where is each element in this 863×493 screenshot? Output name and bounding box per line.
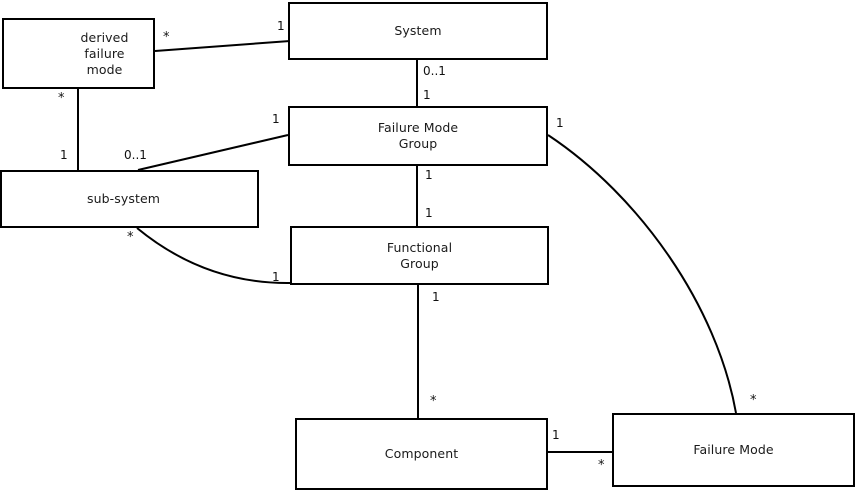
class-name-failure-mode: Failure Mode: [693, 442, 774, 457]
class-name-derived-failure-mode: derived failure mode: [80, 29, 129, 77]
association-edge: [137, 134, 289, 171]
class-box-failure-mode-group[interactable]: Failure Mode Group: [288, 106, 548, 166]
multiplicity-label-m-system-fmg-zero-one: 0..1: [423, 64, 446, 78]
multiplicity-label-m-fg-sub-one: 1: [272, 270, 280, 284]
association-edge: [547, 134, 737, 414]
class-box-component[interactable]: Component: [295, 418, 548, 490]
multiplicity-label-m-fmg-fg-one: 1: [425, 168, 433, 182]
class-name-component: Component: [384, 446, 459, 461]
class-box-functional-group[interactable]: Functional Group: [290, 226, 549, 285]
class-box-system[interactable]: System: [288, 2, 548, 60]
multiplicity-label-m-sub-fmg-zero-one: 0..1: [124, 148, 147, 162]
class-name-failure-mode-group: Failure Mode Group: [377, 120, 459, 151]
class-name-system: System: [394, 23, 442, 38]
multiplicity-label-m-dfm-system-star: *: [163, 30, 170, 45]
multiplicity-label-m-comp-fg-star: *: [430, 394, 437, 409]
multiplicity-label-m-fm-comp-star: *: [598, 458, 605, 473]
association-edge: [154, 40, 291, 52]
class-name-sub-system: sub-system: [86, 191, 161, 206]
multiplicity-label-m-fg-fmg-one: 1: [425, 206, 433, 220]
class-box-sub-system[interactable]: sub-system: [0, 170, 259, 228]
multiplicity-label-m-sub-dfm-one: 1: [60, 148, 68, 162]
multiplicity-label-m-fmg-sub-one: 1: [272, 112, 280, 126]
multiplicity-label-m-fmg-fm-one: 1: [556, 116, 564, 130]
multiplicity-label-m-dfm-sub-star: *: [58, 91, 65, 106]
multiplicity-label-m-fg-comp-one: 1: [432, 290, 440, 304]
multiplicity-label-m-comp-fm-one: 1: [552, 428, 560, 442]
multiplicity-label-m-fm-fmg-star: *: [750, 393, 757, 408]
multiplicity-label-m-sub-fg-star: *: [127, 230, 134, 245]
association-edge: [136, 227, 291, 285]
class-box-failure-mode[interactable]: Failure Mode: [612, 413, 855, 487]
multiplicity-label-m-fmg-system-one: 1: [423, 88, 431, 102]
class-name-functional-group: Functional Group: [386, 239, 453, 271]
multiplicity-label-m-system-dfm-one: 1: [277, 19, 285, 33]
class-box-derived-failure-mode[interactable]: derived failure mode: [2, 18, 155, 89]
